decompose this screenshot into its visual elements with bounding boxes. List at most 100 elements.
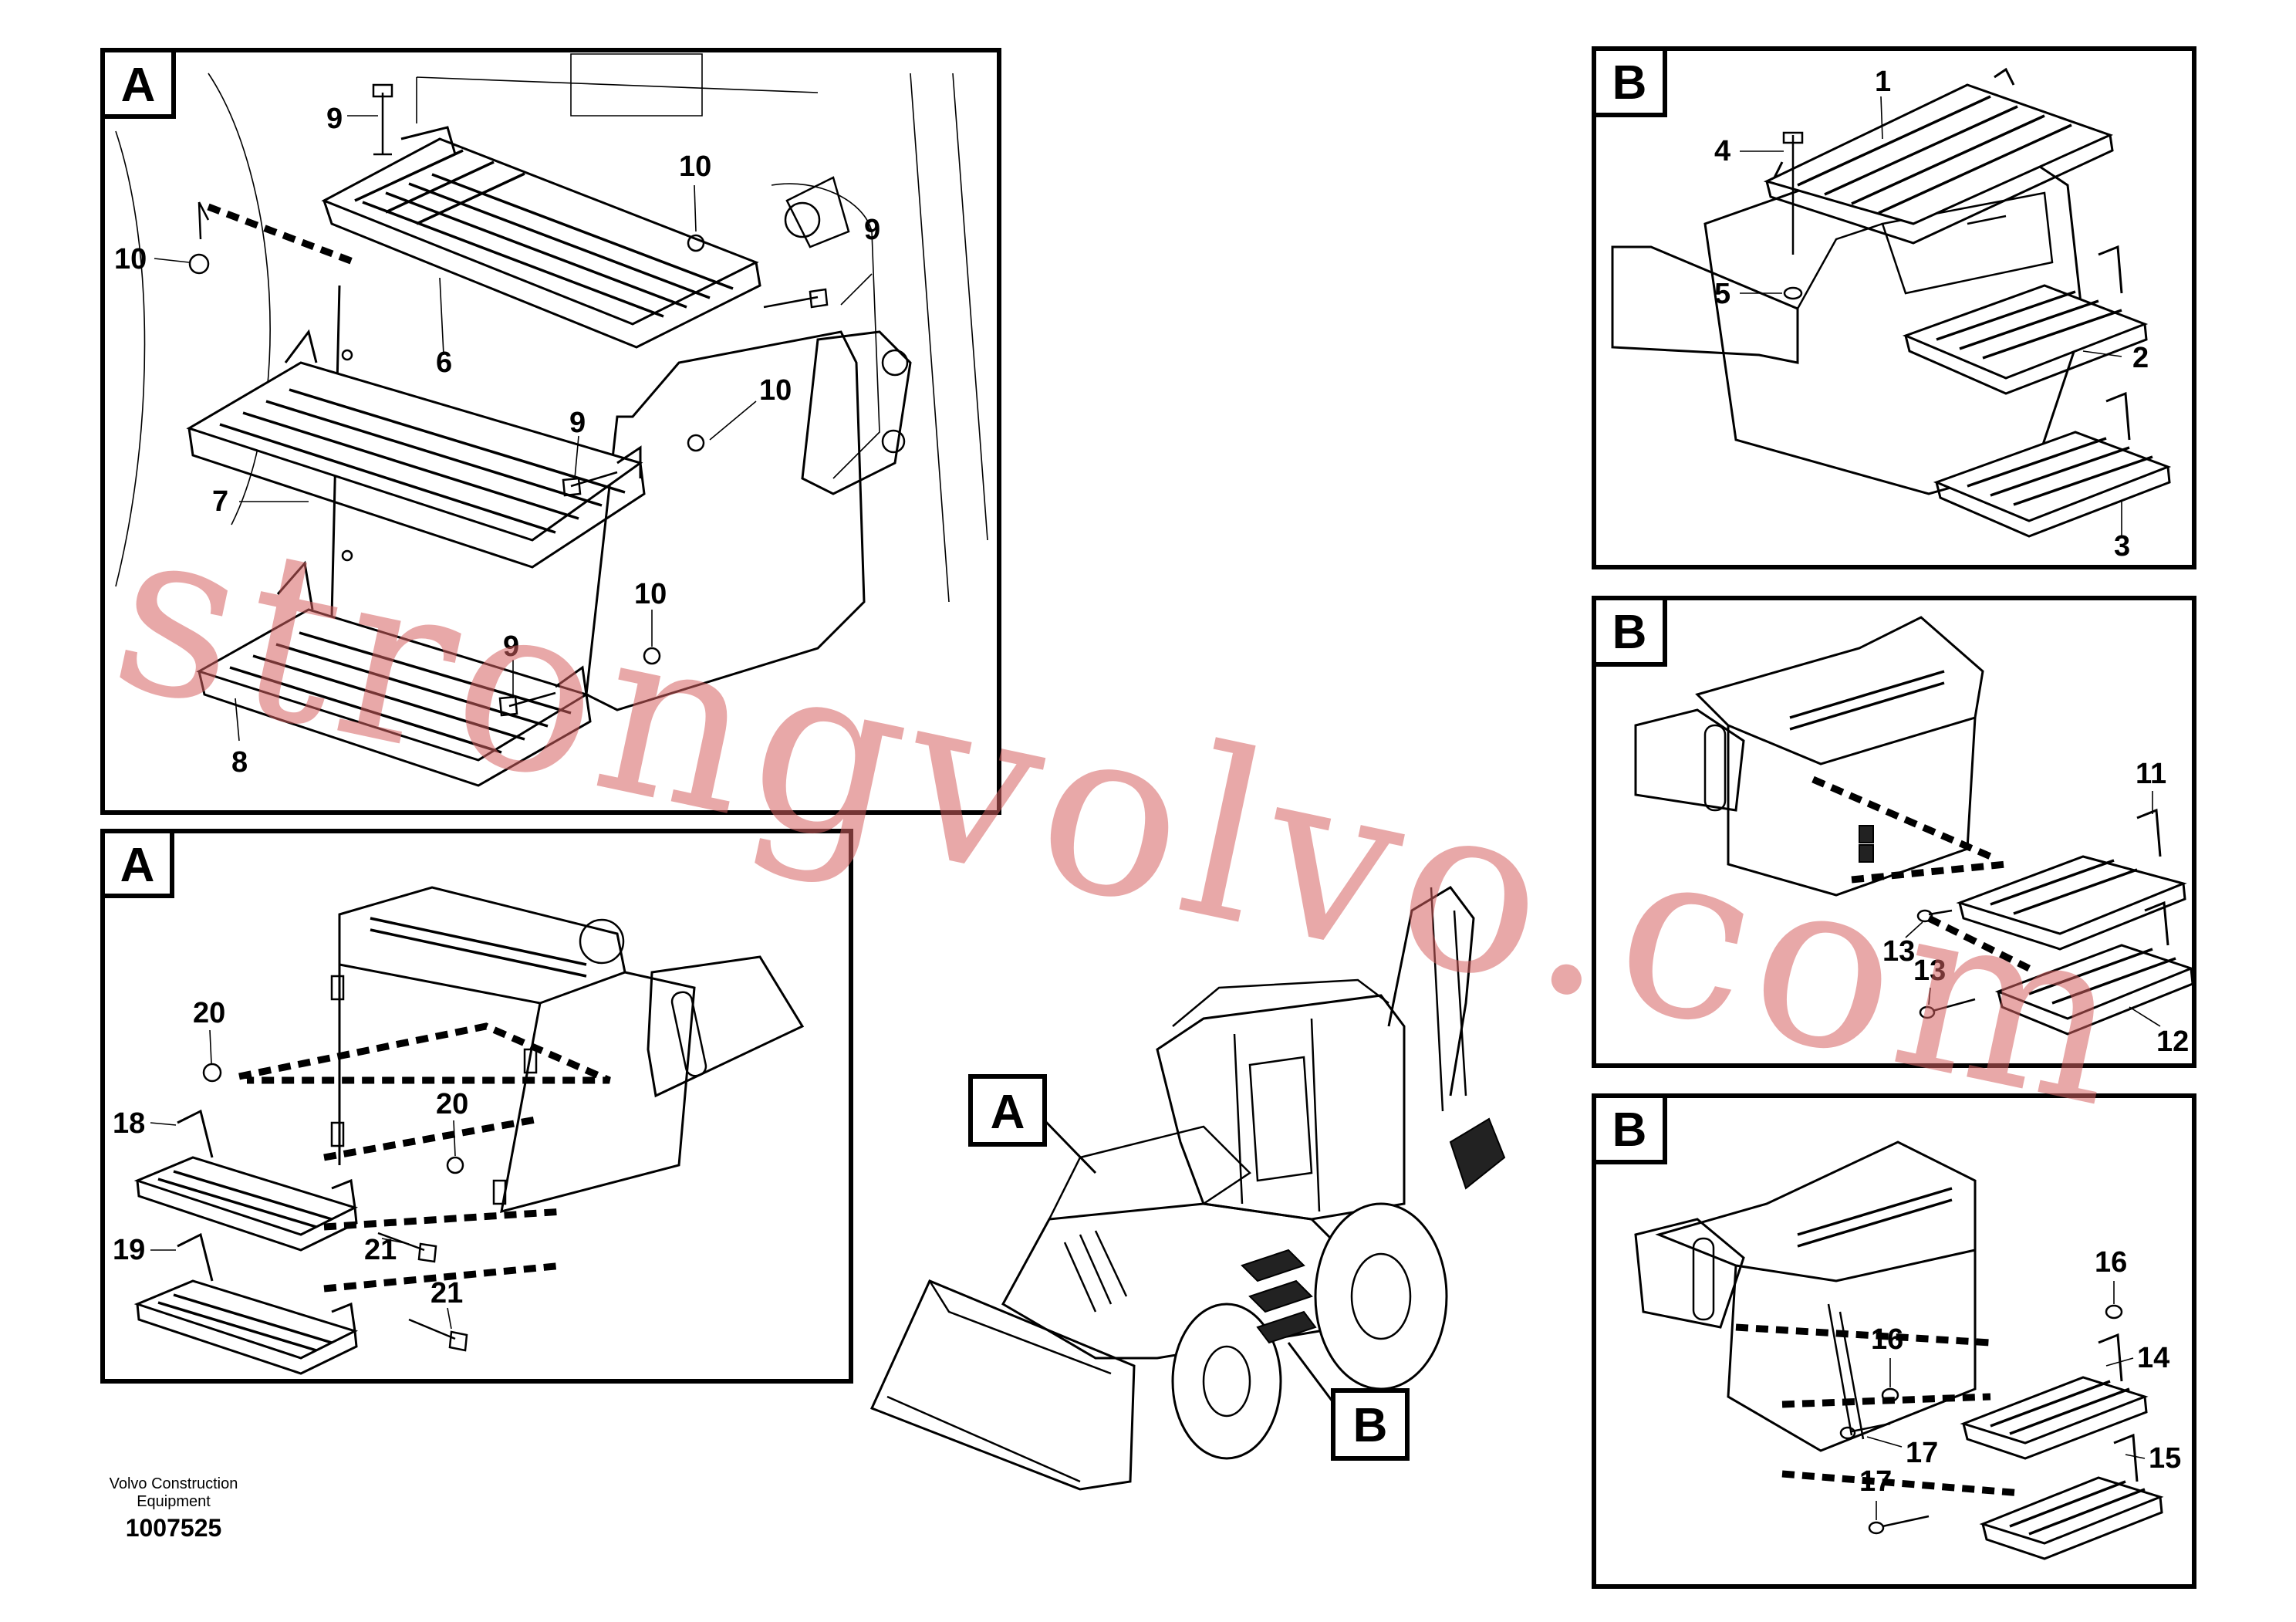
label-5: 5 — [1714, 278, 1730, 310]
dashline-1 — [238, 1022, 611, 1084]
panel-b-lower-tag: B — [1612, 1103, 1647, 1157]
panel-a-alt-steps-detail: A — [100, 829, 853, 1384]
wheel-arc-outer — [115, 130, 146, 587]
label-19: 19 — [113, 1234, 145, 1266]
panel-b-lower-tag-box — [1592, 1093, 1667, 1164]
bolt-21 — [377, 1232, 437, 1263]
bracket-hole-2 — [881, 429, 906, 454]
step-8 — [196, 560, 592, 787]
dashline-2 — [323, 1115, 541, 1161]
washer-20 — [202, 1063, 222, 1083]
housing-window — [1881, 191, 2054, 295]
housing-body — [1727, 1250, 1977, 1452]
step-2 — [1902, 245, 2149, 395]
housing-flange — [1634, 708, 1745, 812]
callout-a-box — [968, 1074, 1047, 1147]
label-2: 2 — [2132, 342, 2149, 374]
label-9: 9 — [569, 407, 586, 439]
label-13: 13 — [1882, 935, 1915, 968]
washer-16 — [2105, 1304, 2123, 1320]
panel-a-alt-frame — [100, 829, 853, 1384]
washer-10-upper — [687, 234, 705, 252]
step-19 — [133, 1232, 359, 1375]
bolt-21-b — [408, 1318, 468, 1352]
housing-flange — [1611, 245, 1799, 364]
washer-16-b — [1881, 1387, 1899, 1403]
housing-body — [338, 965, 696, 1214]
callout-a-leader — [1042, 1117, 1097, 1174]
callout-b-box — [1331, 1388, 1410, 1461]
label-1: 1 — [1875, 66, 1891, 98]
cab-window — [1233, 1018, 1321, 1212]
cab-roof — [1172, 978, 1389, 1027]
panel-a-tag: A — [121, 59, 156, 112]
housing-top — [1655, 1140, 1977, 1282]
label-11: 11 — [2136, 758, 2166, 790]
step-12 — [1994, 901, 2195, 1036]
credit-block: Volvo Construction Equipment 1007525 — [77, 1475, 270, 1543]
bolt-17-b — [1882, 1515, 1930, 1528]
step-6 — [321, 126, 761, 349]
panel-b-steps-detail: B — [1592, 46, 2196, 569]
label-3: 3 — [2114, 530, 2130, 563]
housing-flange — [1634, 1218, 1745, 1329]
label-9: 9 — [503, 630, 519, 663]
label-9: 9 — [326, 103, 343, 135]
panel-b-alt-tag: B — [1612, 606, 1647, 659]
callout-b: B — [1353, 1399, 1388, 1452]
washer-20-b — [446, 1156, 464, 1174]
step-11 — [1956, 808, 2187, 951]
label-18: 18 — [113, 1107, 145, 1140]
cab-outline — [416, 53, 819, 123]
label-21: 21 — [430, 1277, 463, 1309]
label-4: 4 — [1714, 135, 1730, 167]
housing-body — [1727, 717, 1977, 897]
step-7 — [186, 329, 646, 569]
panel-b-lower-steps-detail: B — [1592, 1093, 2196, 1589]
engine-hood — [1048, 1125, 1251, 1220]
label-6: 6 — [436, 346, 452, 379]
credit-line-2: Equipment — [137, 1493, 211, 1510]
bolt-13 — [1928, 909, 1953, 916]
fender-outline — [771, 183, 880, 479]
filler-neck — [785, 176, 850, 248]
bolt-9-top — [372, 83, 393, 156]
dashline-1 — [1811, 776, 1992, 860]
panel-b-alt-frame — [1592, 596, 2196, 1068]
dashline-2 — [1851, 860, 2007, 884]
housing-top — [338, 886, 626, 1005]
label-16: 16 — [2095, 1246, 2127, 1279]
flange-slot — [1692, 1237, 1715, 1321]
side-bracket-plate — [585, 330, 866, 711]
dashline-3 — [1781, 1470, 2022, 1497]
watermark-text: strongvolvo.com — [94, 471, 2152, 1161]
drawing-number: 1007525 — [125, 1514, 222, 1542]
mounting-dashline — [207, 203, 356, 266]
wheel-arc — [208, 73, 271, 525]
bolt-17 — [1851, 1422, 1891, 1433]
label-17: 17 — [1859, 1465, 1892, 1498]
step-15 — [1979, 1433, 2164, 1560]
panel-a-alt-tag: A — [120, 839, 155, 892]
housing-flange — [647, 955, 805, 1098]
grille — [1063, 1230, 1128, 1313]
washer-5 — [1783, 286, 1803, 300]
step-1 — [1763, 67, 2114, 245]
panel-b-alt-tag-box — [1592, 596, 1667, 667]
bracket-hole — [881, 349, 909, 377]
panel-b-frame — [1592, 46, 2196, 569]
flange-slot — [670, 991, 707, 1077]
step-3 — [1933, 391, 2172, 538]
label-12: 12 — [2156, 1026, 2189, 1058]
step-14 — [1960, 1333, 2149, 1460]
panel-a-steps-detail: A — [100, 48, 1001, 815]
panel-b-alt-steps-detail: B 11 13 — [1592, 596, 2196, 1068]
washer-10-low — [643, 647, 661, 665]
rear-stabilizer — [1449, 1117, 1506, 1190]
label-20: 20 — [193, 997, 225, 1029]
bolt-4 — [1782, 131, 1804, 255]
panel-b-lower-frame — [1592, 1093, 2196, 1589]
step-18 — [133, 1109, 359, 1252]
bolt-9-bottom — [498, 691, 556, 717]
housing-top — [1695, 616, 1984, 765]
